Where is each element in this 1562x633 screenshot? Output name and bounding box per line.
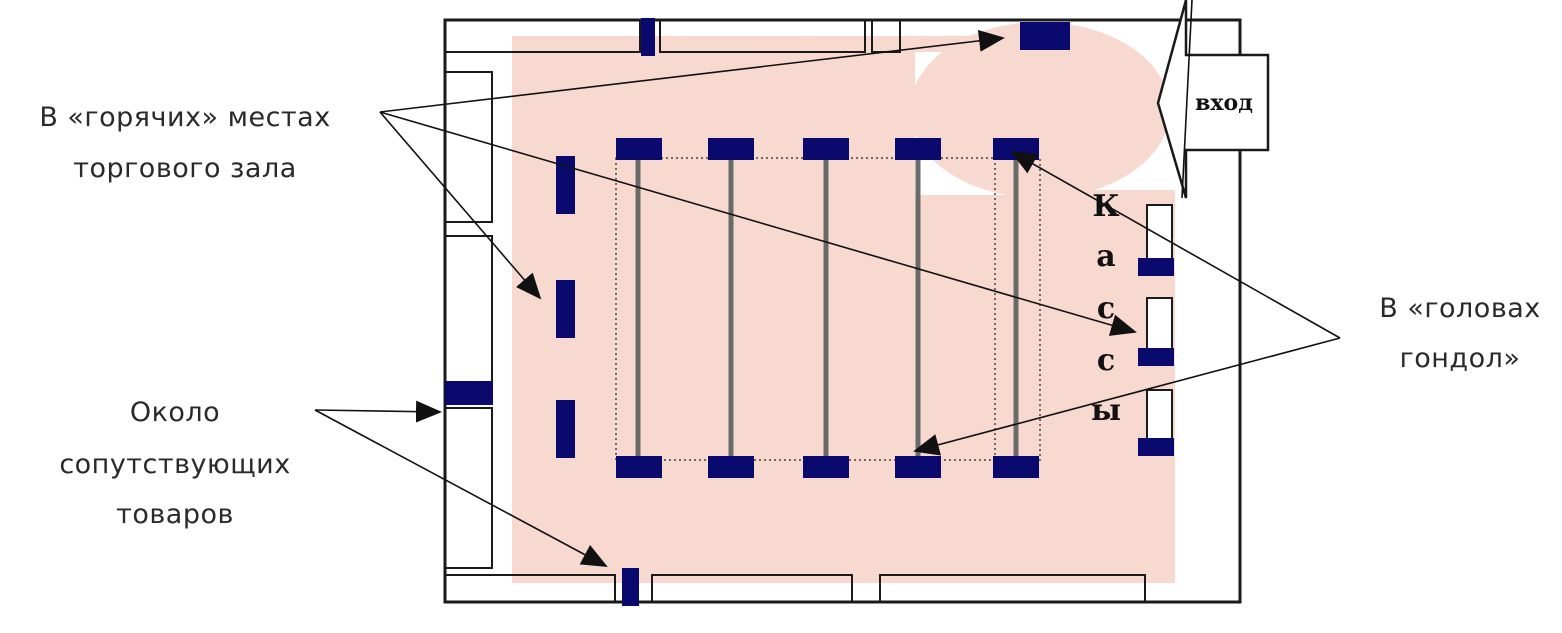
hot-zone-main xyxy=(512,36,1175,583)
display-checkout-3 xyxy=(1138,438,1174,456)
arrow-entrance-pointer xyxy=(1181,0,1193,199)
display-gondola-top-4 xyxy=(895,138,941,160)
checkout-counter-3 xyxy=(1146,389,1173,441)
display-aisle-2 xyxy=(556,280,575,338)
label-related-goods: Около сопутствующих товаров xyxy=(59,397,290,530)
label-related-goods-line-3: товаров xyxy=(116,499,234,530)
label-gondola-heads-line-2: гондол» xyxy=(1400,343,1521,374)
entrance-label: вход xyxy=(1195,90,1253,116)
display-checkout-2 xyxy=(1138,348,1174,366)
arrow-gondola-bottom xyxy=(913,337,1341,456)
checkout-letter-2: а xyxy=(1096,239,1115,274)
arrow-related-left xyxy=(314,400,442,423)
display-gondola-top-3 xyxy=(803,138,849,160)
display-aisle-1 xyxy=(556,156,575,214)
entrance: вход xyxy=(1156,0,1270,199)
display-gondola-top-5 xyxy=(993,138,1039,160)
hot-zone-area xyxy=(512,22,1175,583)
wall-shelf-bottom-mid xyxy=(651,574,853,603)
display-bottom-wall xyxy=(622,568,639,606)
display-blocks xyxy=(445,18,1174,606)
display-gondola-top-2 xyxy=(708,138,754,160)
label-gondola-heads-line-1: В «головах xyxy=(1379,293,1541,324)
checkout-letter-4: с xyxy=(1097,343,1115,378)
wall-shelf-top-left xyxy=(444,19,641,53)
perimeter-shelves xyxy=(444,19,1146,603)
wall-shelf-bottom-left xyxy=(444,574,616,603)
arrow-hot-to-aisle xyxy=(379,111,542,300)
arrow-gondola-top xyxy=(1010,151,1341,339)
display-gondola-bottom-5 xyxy=(993,456,1039,478)
wall-shelf-left-2 xyxy=(444,235,493,383)
arrow-hot-to-entrance xyxy=(379,29,1005,113)
checkout-letter-5: ы xyxy=(1091,393,1121,428)
display-aisle-3 xyxy=(556,400,575,458)
wall-shelf-left-1 xyxy=(444,71,493,223)
display-checkout-1 xyxy=(1138,258,1174,276)
wall-shelf-bottom-right xyxy=(879,574,1146,603)
pointer-arrows xyxy=(314,0,1341,567)
label-related-goods-line-1: Около xyxy=(130,397,220,428)
hot-zone-entrance xyxy=(910,22,1170,198)
display-gondola-bottom-3 xyxy=(803,456,849,478)
checkout-label: К а с с ы xyxy=(1091,189,1121,428)
display-gondola-top-1 xyxy=(616,138,662,160)
display-entrance xyxy=(1020,22,1070,50)
label-hot-spots-line-2: торгового зала xyxy=(73,153,297,184)
label-hot-spots: В «горячих» местах торгового зала xyxy=(39,102,330,184)
display-left-wall xyxy=(445,381,493,405)
wall-shelf-left-3 xyxy=(444,407,493,569)
arrow-hot-to-checkout xyxy=(379,111,1137,336)
display-gondola-bottom-1 xyxy=(616,456,662,478)
label-hot-spots-line-1: В «горячих» местах xyxy=(39,102,330,133)
gondolas xyxy=(635,160,1019,458)
display-gondola-bottom-2 xyxy=(708,456,754,478)
checkout-letter-3: с xyxy=(1097,291,1115,326)
entrance-arrow-shape xyxy=(1156,0,1270,199)
arrow-related-bottom xyxy=(314,409,608,567)
display-top-wall xyxy=(641,18,655,56)
checkout-counter-2 xyxy=(1146,297,1173,351)
display-gondola-bottom-4 xyxy=(895,456,941,478)
checkout-letter-1: К xyxy=(1092,189,1119,224)
label-gondola-heads: В «головах гондол» xyxy=(1379,293,1541,374)
label-related-goods-line-2: сопутствующих xyxy=(59,449,290,480)
wall-shelf-top-mid xyxy=(659,19,866,53)
